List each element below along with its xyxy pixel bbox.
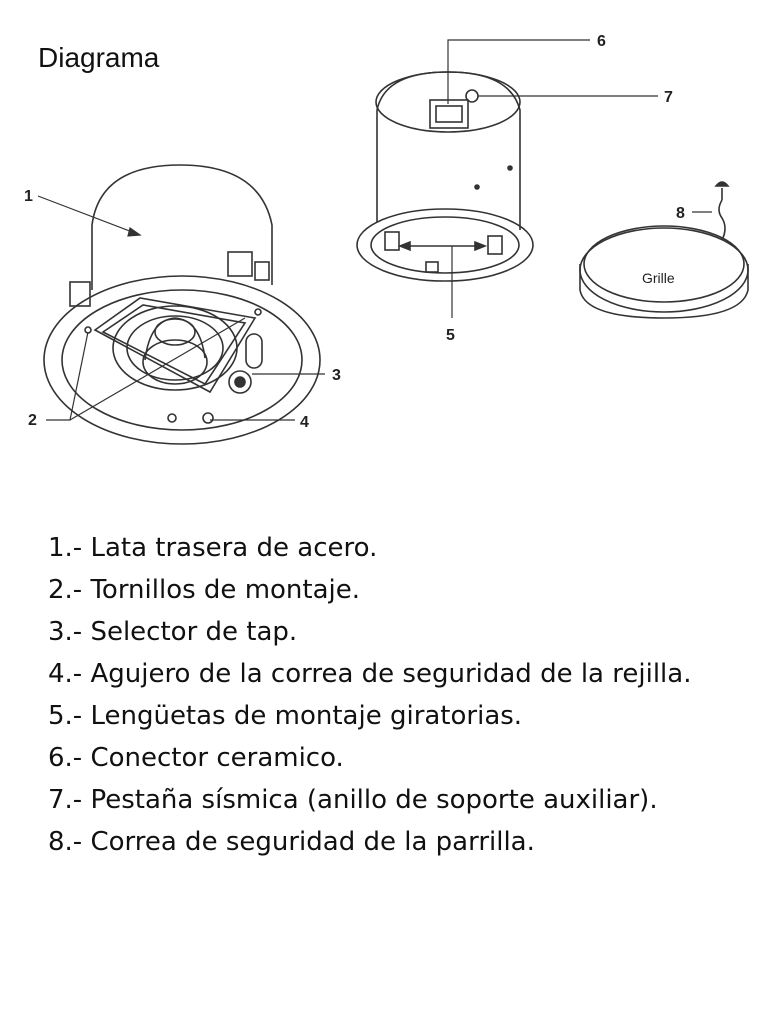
callout-8: 8: [676, 205, 685, 222]
callout-2: 2: [28, 412, 37, 429]
parts-legend: 1.- Lata trasera de acero. 2.- Tornillos…: [48, 527, 691, 863]
speaker-diagram: 1 2 3 4 5 6 7 8 Grille: [24, 33, 749, 445]
callout-6: 6: [597, 33, 606, 50]
grille-illustration: [579, 181, 749, 319]
legend-item: 2.- Tornillos de montaje.: [48, 575, 361, 605]
speaker-back-illustration: [356, 71, 534, 282]
callout-4: 4: [300, 414, 309, 431]
legend-item: 7.- Pestaña sísmica (anillo de soporte a…: [48, 785, 658, 815]
legend-item: 5.- Lengüetas de montaje giratorias.: [48, 701, 523, 731]
legend-item: 8.- Correa de seguridad de la parrilla.: [48, 827, 535, 857]
callout-3: 3: [332, 367, 341, 384]
page-title: Diagrama: [38, 42, 160, 73]
legend-item: 4.- Agujero de la correa de seguridad de…: [48, 659, 692, 689]
callout-5: 5: [446, 327, 455, 344]
leader-lines: [37, 39, 712, 421]
legend-item: 1.- Lata trasera de acero.: [48, 533, 378, 563]
legend-item: 3.- Selector de tap.: [48, 617, 298, 647]
grille-label: Grille: [642, 270, 675, 286]
legend-item: 6.- Conector ceramico.: [48, 743, 344, 773]
callout-7: 7: [664, 89, 673, 106]
speaker-front-illustration: [43, 164, 321, 445]
callout-1: 1: [24, 188, 33, 205]
